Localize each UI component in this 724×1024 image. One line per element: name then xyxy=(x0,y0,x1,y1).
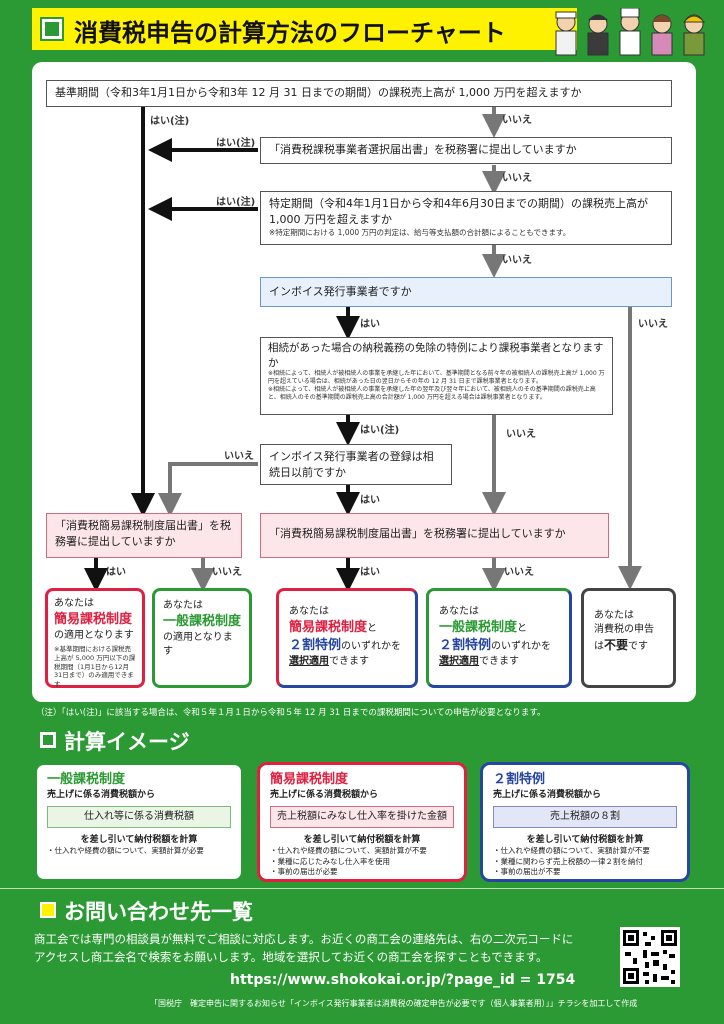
result-5-unneeded: 不要 xyxy=(604,638,629,652)
label-yes: はい xyxy=(360,567,380,578)
label-yes-note: はい(注) xyxy=(360,425,400,436)
contact-section xyxy=(0,888,724,1024)
calc-title: 計算イメージ xyxy=(64,730,190,754)
q5-note-1: ※相続によって、相続人が被相続人の事業を承継した年において、基準期間となる前々年… xyxy=(268,370,605,386)
contact-url[interactable]: https://www.shokokai.or.jp/?page_id = 17… xyxy=(230,972,576,988)
result-5-prefix: あなたは xyxy=(594,610,634,621)
result-4-can: できます xyxy=(479,656,519,668)
result-5-end: です xyxy=(628,641,649,652)
result-1-name: 簡易課税制度 xyxy=(54,612,133,627)
title-square-icon xyxy=(42,19,62,39)
q1-base-period-box: 基準期間（令和3年1月1日から令和3年 12 月 31 日までの期間）の課税売上… xyxy=(46,80,672,107)
q3-note: ※特定期間における 1,000 万円の判定は、給与等支払額の合計額によることもで… xyxy=(269,227,571,237)
calc-twenty-b1: ・仕入れや経費の額について、実額計算が不要 xyxy=(493,846,650,856)
result-4-prefix: あなたは xyxy=(439,606,479,617)
result-3-select: 選択適用 xyxy=(289,656,329,668)
q7-simplified-form-box: 「消費税簡易課税制度届出書」を税務署に提出していますか xyxy=(46,513,242,558)
calc-twenty-box: 売上税額の８割 xyxy=(493,805,677,828)
label-no: いいえ xyxy=(502,115,532,126)
result-2-suffix: の適用となります xyxy=(163,632,233,658)
calc-general-sub: 売上げに係る消費税額から xyxy=(47,790,156,801)
q8-simplified-form-box: 「消費税簡易課税制度届出書」を税務署に提出していますか xyxy=(260,513,609,558)
label-yes-note: はい(注) xyxy=(216,138,256,149)
people-illustration xyxy=(548,8,718,56)
label-no: いいえ xyxy=(502,255,532,266)
q3-text: 特定期間（令和4年1月1日から令和4年6月30日までの期間）の課税売上高が 1,… xyxy=(269,197,648,226)
result-5-is: は xyxy=(594,641,604,652)
calc-simple-line: を差し引いて納付税額を計算 xyxy=(303,834,421,845)
qr-code[interactable] xyxy=(620,927,680,987)
calc-simple-b1: ・仕入れや経費の額について、実額計算が不要 xyxy=(270,846,427,856)
result-3-either: のいずれかを xyxy=(341,641,402,653)
result-4-twenty: ２割特例 xyxy=(439,638,492,654)
label-yes: はい xyxy=(360,319,380,330)
calc-square-icon xyxy=(40,732,56,748)
q6-registration-box: インボイス発行事業者の登録は相続日以前ですか xyxy=(260,444,452,485)
result-general-or-twenty: あなたは 一般課税制度と ２割特例のいずれかを 選択適用できます xyxy=(426,588,572,688)
calc-simple-b2: ・業種に応じたみなし仕入率を使用 xyxy=(270,856,390,866)
calc-twenty-b2: ・業種に関わらず売上税額の一律２割を納付 xyxy=(493,856,643,866)
result-5-name: 消費税の申告 xyxy=(594,624,654,635)
contact-body-1: 商工会では専門の相談員が無料でご相談に対応します。お近くの商工会の連絡先は、右の… xyxy=(34,932,574,946)
result-2-name: 一般課税制度 xyxy=(163,614,242,629)
contact-square-icon xyxy=(40,902,56,918)
calc-simple-card: 簡易課税制度 売上げに係る消費税額から 売上税額にみなし仕入率を掛けた金額 を差… xyxy=(257,762,467,882)
result-1-prefix: あなたは xyxy=(54,598,94,609)
label-no: いいえ xyxy=(224,451,254,462)
calc-general-card: 一般課税制度 売上げに係る消費税額から 仕入れ等に係る消費税額 を差し引いて納付… xyxy=(34,762,244,882)
contact-body: 商工会では専門の相談員が無料でご相談に対応します。お近くの商工会の連絡先は、右の… xyxy=(34,930,604,967)
result-simplified: あなたは 簡易課税制度 の適用となります ※基準期間における課税売上高が 5,0… xyxy=(45,588,145,688)
result-2-prefix: あなたは xyxy=(163,600,203,611)
result-1-suffix: の適用となります xyxy=(54,630,134,642)
result-3-twenty: ２割特例 xyxy=(289,638,342,654)
calc-general-b1: ・仕入れや経費の額について、実額計算が必要 xyxy=(47,846,204,856)
result-3-and: と xyxy=(367,623,378,634)
contact-body-2: アクセスし商工会名で検索をお願いします。地域を選択してお近くの商工会を探すことも… xyxy=(34,950,548,965)
label-no: いいえ xyxy=(504,567,534,578)
q5-note-2: ※相続によって、相続人が被相続人の事業を承継した年の翌年及び翌々年において、被相… xyxy=(268,385,596,401)
calc-twenty-sub: 売上げに係る消費税額から xyxy=(493,790,602,801)
calc-twenty-b3: ・事前の届出が不要 xyxy=(493,867,561,877)
result-4-name: 一般課税制度 xyxy=(439,620,518,635)
result-simplified-or-twenty: あなたは 簡易課税制度と ２割特例のいずれかを 選択適用できます xyxy=(276,588,418,688)
result-general: あなたは 一般課税制度 の適用となります xyxy=(152,588,252,688)
label-yes: はい xyxy=(106,567,126,578)
q2-election-form-box: 「消費税課税事業者選択届出書」を税務署に提出していますか xyxy=(260,137,672,164)
footnote: （注）「はい(注)」に該当する場合は、令和５年１月１日から令和５年 12 月 3… xyxy=(36,708,546,718)
q4-invoice-issuer-box: インボイス発行事業者ですか xyxy=(260,277,672,307)
result-not-required: あなたは 消費税の申告 は不要です xyxy=(581,588,676,688)
label-no: いいえ xyxy=(212,567,242,578)
contact-title: お問い合わせ先一覧 xyxy=(64,900,253,924)
result-3-name: 簡易課税制度 xyxy=(289,620,368,635)
calc-twenty-title: ２割特例 xyxy=(493,772,546,787)
calc-general-line: を差し引いて納付税額を計算 xyxy=(80,834,198,845)
calc-general-box: 仕入れ等に係る消費税額 xyxy=(47,805,231,828)
calc-simple-box: 売上税額にみなし仕入率を掛けた金額 xyxy=(270,805,454,828)
result-4-select: 選択適用 xyxy=(439,656,479,668)
q5-text: 相続があった場合の納税義務の免除の特例により課税事業者となりますか xyxy=(268,342,604,369)
result-1-note: ※基準期間における課税売上高が 5,000 万円以下の課税期間（1月1日から12… xyxy=(54,645,136,689)
title-bar xyxy=(32,8,577,50)
label-yes-note: はい(注) xyxy=(150,116,190,127)
label-yes-note: はい(注) xyxy=(216,197,256,208)
calc-simple-sub: 売上げに係る消費税額から xyxy=(270,790,379,801)
result-3-can: できます xyxy=(329,656,369,668)
calc-twenty-line: を差し引いて納付税額を計算 xyxy=(526,834,644,845)
result-4-either: のいずれかを xyxy=(491,641,552,653)
calc-twenty-card: ２割特例 売上げに係る消費税額から 売上税額の８割 を差し引いて納付税額を計算 … xyxy=(480,762,690,882)
calc-simple-title: 簡易課税制度 xyxy=(270,772,349,787)
source-note: 「国税庁 確定申告に関するお知らせ「インボイス発行事業者は消費税の確定申告が必要… xyxy=(150,999,638,1008)
calc-simple-b3: ・事前の届出が必要 xyxy=(270,867,338,877)
result-3-prefix: あなたは xyxy=(289,606,329,617)
q5-inheritance-box: 相続があった場合の納税義務の免除の特例により課税事業者となりますか ※相続によっ… xyxy=(260,337,613,415)
page-title: 消費税申告の計算方法のフローチャート xyxy=(74,19,506,47)
label-no: いいえ xyxy=(502,173,532,184)
q3-specific-period-box: 特定期間（令和4年1月1日から令和4年6月30日までの期間）の課税売上高が 1,… xyxy=(260,191,672,245)
label-yes: はい xyxy=(360,495,380,506)
label-no: いいえ xyxy=(506,429,536,440)
calc-general-title: 一般課税制度 xyxy=(47,772,126,787)
result-4-and: と xyxy=(517,623,528,634)
label-no: いいえ xyxy=(638,319,668,330)
